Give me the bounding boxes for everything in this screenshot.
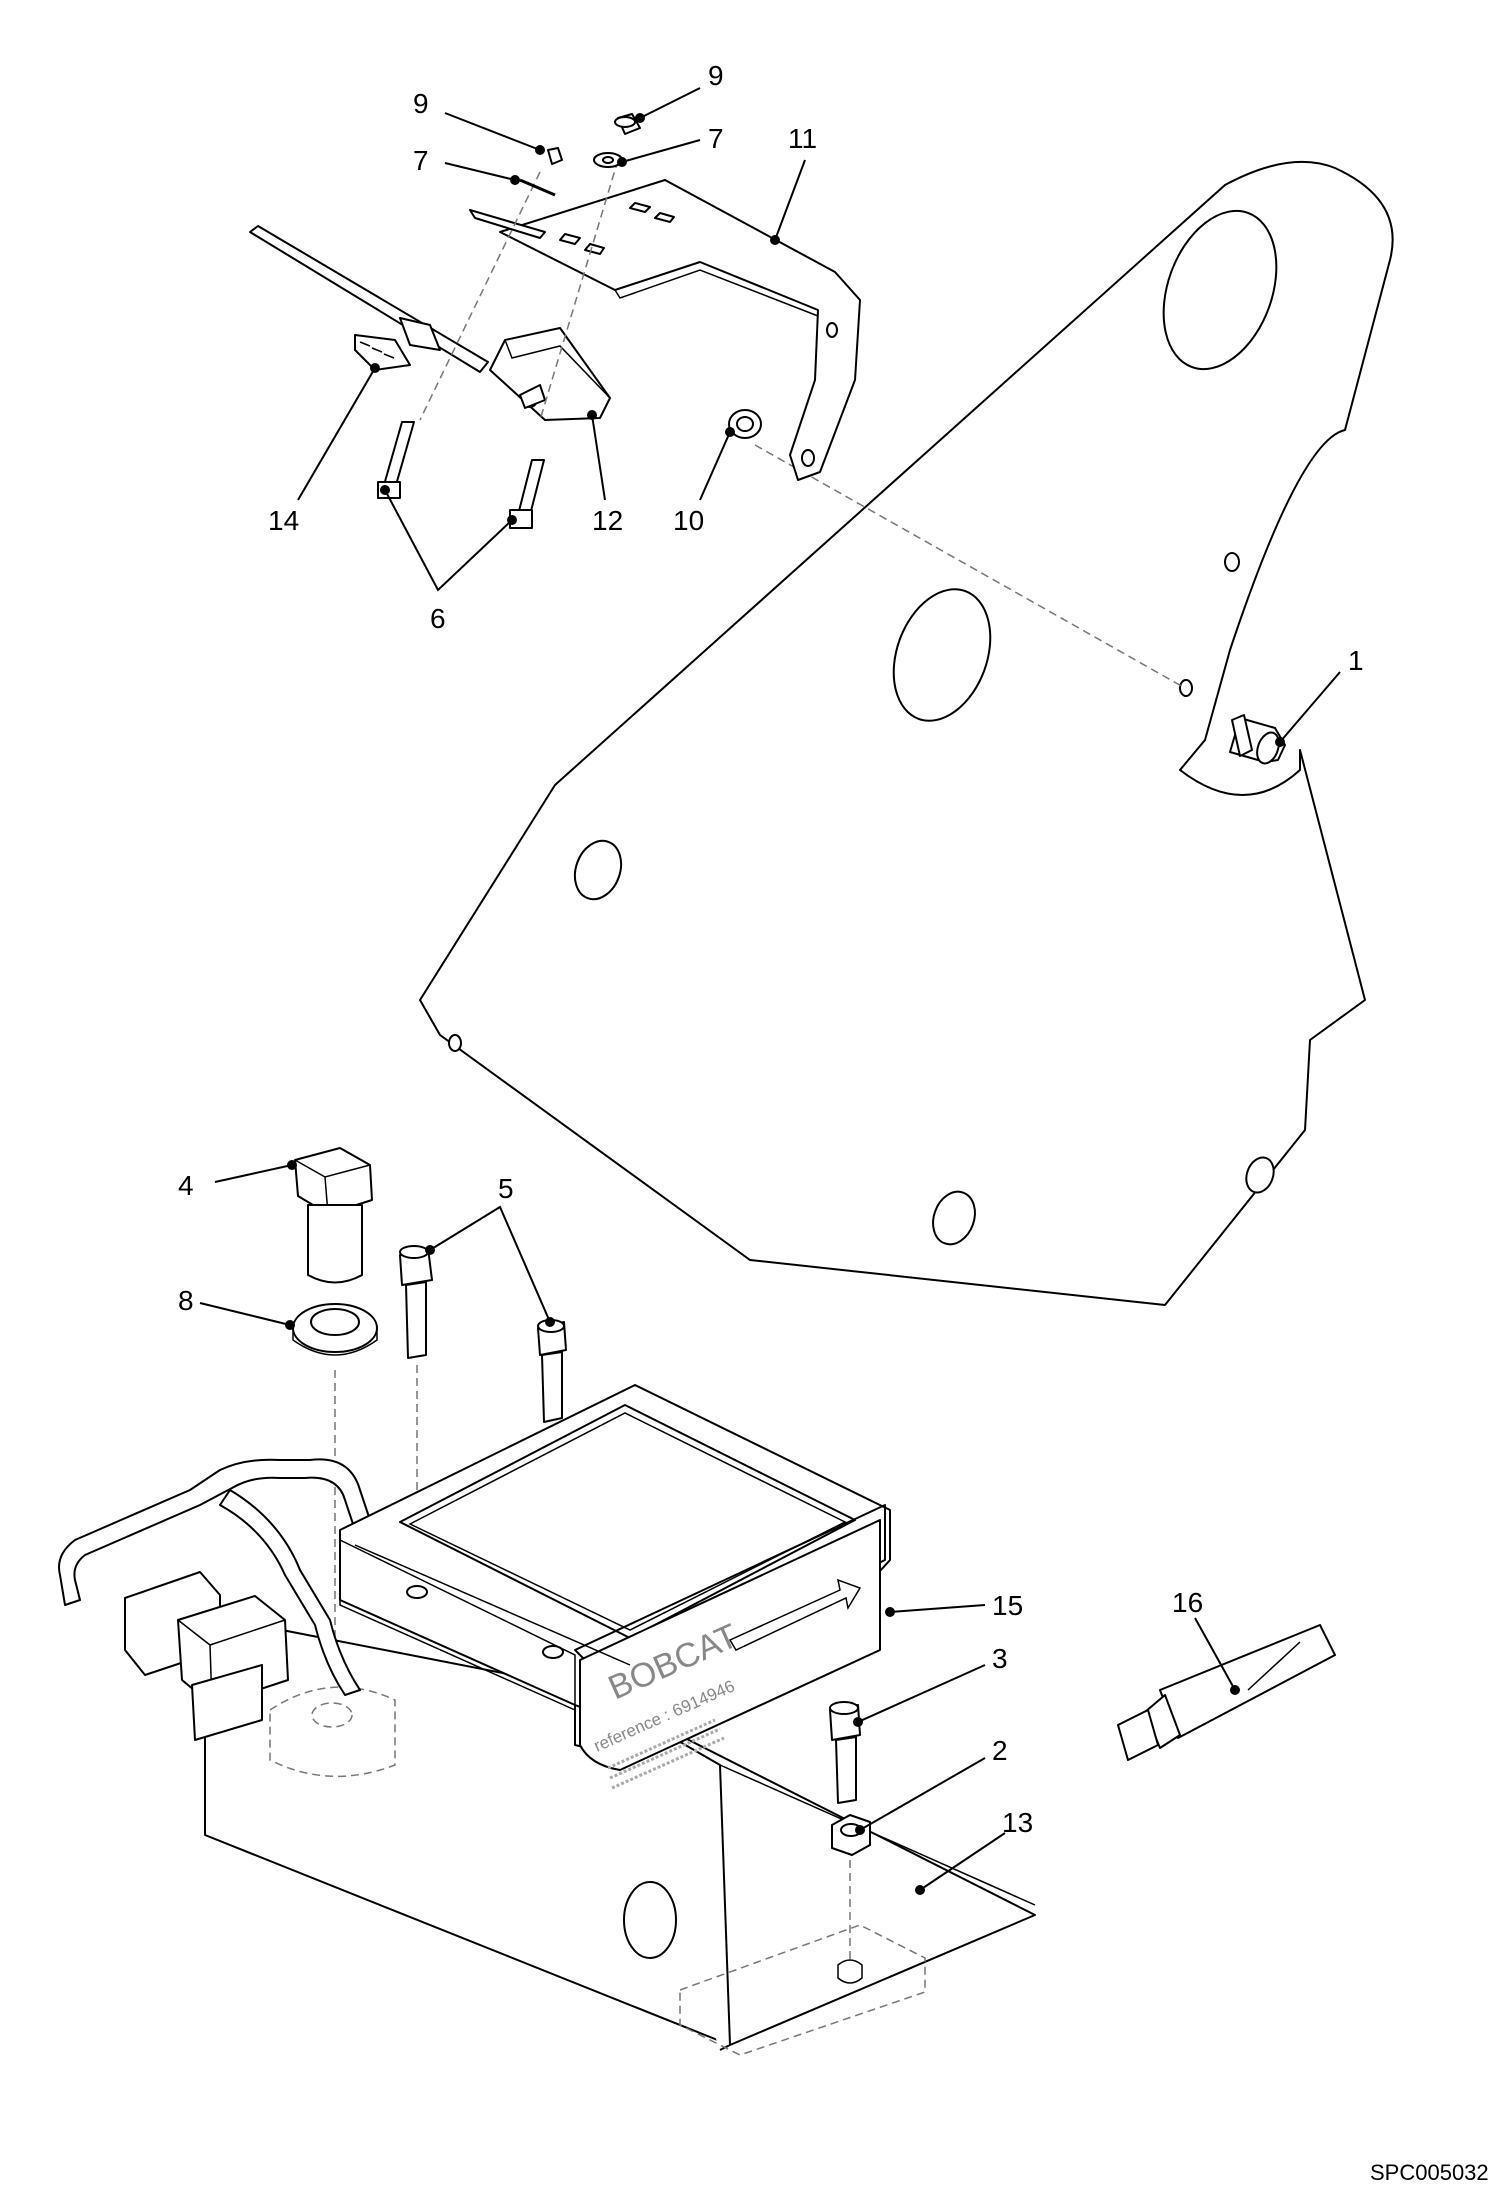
axis-line-switch-a: [419, 171, 541, 421]
bracket-11: [469, 179, 861, 481]
screw-3: [829, 1701, 861, 1804]
bolt-1: [1229, 714, 1286, 765]
callout-13: 13: [1002, 1807, 1033, 1838]
control-box-15: BOBCAT reference : 6914946: [339, 1384, 891, 1790]
connector-block: [124, 1571, 289, 1741]
washer-7a: [519, 178, 556, 197]
nut-9b: [614, 113, 641, 135]
arrow-icon: [728, 1578, 862, 1651]
callout-11: 11: [788, 123, 817, 154]
nut-2: [831, 1814, 871, 1856]
callout-1: 1: [1348, 645, 1364, 676]
callout-15: 15: [992, 1590, 1023, 1621]
callout-5: 5: [498, 1173, 514, 1204]
washer-8: [292, 1303, 378, 1356]
washer-7b: [593, 152, 623, 168]
bolt-4: [294, 1147, 373, 1284]
callout-10: 10: [673, 505, 704, 536]
callout-8: 8: [178, 1285, 194, 1316]
callout-leaders: [199, 87, 1341, 1895]
callout-4: 4: [178, 1170, 194, 1201]
callout-7b: 7: [708, 123, 724, 154]
axis-line-1: [754, 444, 1186, 689]
screw-5a: [399, 1245, 433, 1359]
axis-line-switch-b: [539, 159, 619, 421]
mounting-plate: [419, 160, 1394, 1306]
wire-loop: [58, 1458, 371, 1696]
switch-assembly: [249, 225, 611, 421]
bushing-10: [728, 409, 762, 439]
base-plate-13: [204, 1614, 1036, 2056]
drawing-reference: SPC005032: [1370, 2160, 1489, 2185]
callout-3: 3: [992, 1643, 1008, 1674]
callout-9b: 9: [708, 60, 724, 91]
callout-16: 16: [1172, 1587, 1203, 1618]
callout-labels: 1 2 3 4 5 6 7 7 8 9 9 10 11 12 13 14 15 …: [178, 60, 1364, 1838]
callout-2: 2: [992, 1735, 1008, 1766]
callout-12: 12: [592, 505, 623, 536]
screw-5b: [537, 1319, 567, 1423]
callout-7a: 7: [413, 145, 429, 176]
grease-tube-16: [1117, 1624, 1336, 1761]
box-fine-print: [607, 1718, 725, 1790]
callout-6: 6: [430, 603, 446, 634]
callout-14: 14: [268, 505, 299, 536]
nut-9a: [547, 147, 563, 165]
callout-9a: 9: [413, 88, 429, 119]
